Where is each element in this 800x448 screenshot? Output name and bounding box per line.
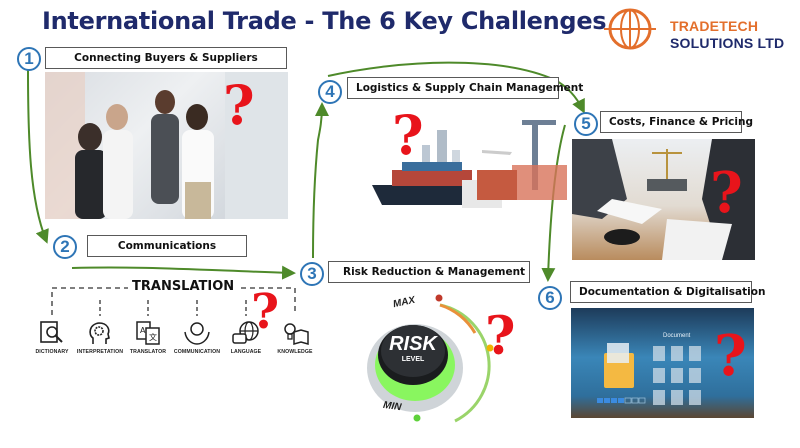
question-mark-icon: ? xyxy=(485,306,516,367)
question-mark-icon: ? xyxy=(714,323,747,389)
step-number-5: 5 xyxy=(574,112,598,136)
translation-title: TRANSLATION xyxy=(128,279,239,294)
challenge-label-2: Communications xyxy=(87,235,247,257)
step-number-6: 6 xyxy=(538,286,562,310)
digital-documents-photo: Document ? xyxy=(571,308,754,418)
step-number-2: 2 xyxy=(53,235,77,259)
knob-min-label: MIN xyxy=(382,399,403,414)
challenge-label-1: Connecting Buyers & Suppliers xyxy=(45,47,287,69)
question-mark-icon: ? xyxy=(223,73,255,137)
globe-icon xyxy=(604,8,656,50)
translation-item-language: LANGUAGE xyxy=(221,320,271,355)
finance-desk-photo: ? xyxy=(572,139,755,260)
handshake-photo: ? xyxy=(45,72,288,219)
communication-icon xyxy=(184,322,210,345)
svg-text:A: A xyxy=(140,326,146,335)
step-number-1: 1 xyxy=(17,47,41,71)
translation-item-knowledge: KNOWLEDGE xyxy=(270,320,320,355)
translation-item-interpretation: INTERPRETATION xyxy=(75,320,125,355)
interpretation-icon xyxy=(89,322,110,344)
language-icon xyxy=(232,321,259,344)
step-number-4: 4 xyxy=(318,80,342,104)
company-logo: TRADETECH SOLUTIONS LTD xyxy=(600,6,800,54)
challenge-label-4: Logistics & Supply Chain Management xyxy=(347,77,583,99)
question-mark-icon: ? xyxy=(392,110,424,167)
step-number-3: 3 xyxy=(300,262,324,286)
logo-text-tradetech: TRADETECH xyxy=(670,18,759,34)
page-title: International Trade - The 6 Key Challeng… xyxy=(42,7,607,35)
challenge-label-3: Risk Reduction & Management xyxy=(328,261,530,283)
knob-level-text: LEVEL xyxy=(401,356,425,363)
document-overlay-text: Document xyxy=(663,333,691,339)
translation-item-translator: A 文 TRANSLATOR xyxy=(123,320,173,355)
translation-label: TRANSLATOR xyxy=(129,349,167,355)
challenge-label-5: Costs, Finance & Pricing xyxy=(600,111,753,133)
translator-icon: A 文 xyxy=(136,321,160,345)
knowledge-icon xyxy=(284,323,309,345)
logistics-image: ? xyxy=(362,110,570,222)
challenge-label-6: Documentation & Digitalisation xyxy=(570,281,765,303)
knob-risk-text: RISK xyxy=(389,333,437,355)
translation-item-dictionary: DICTIONARY xyxy=(27,320,77,355)
risk-level-knob-image: RISK LEVEL MAX MIN ? xyxy=(355,293,545,443)
svg-text:文: 文 xyxy=(149,332,157,342)
question-mark-icon: ? xyxy=(710,160,743,226)
logo-text-solutions: SOLUTIONS LTD xyxy=(670,35,785,51)
translation-label: DICTIONARY xyxy=(35,349,69,355)
translation-label: KNOWLEDGE xyxy=(277,349,313,355)
translation-label: LANGUAGE xyxy=(230,349,262,355)
dictionary-icon xyxy=(40,321,63,343)
translation-label: INTERPRETATION xyxy=(76,349,124,355)
question-mark-icon: ? xyxy=(251,284,280,340)
translation-item-communication: COMMUNICATION xyxy=(172,320,222,355)
translation-label: COMMUNICATION xyxy=(173,349,221,355)
